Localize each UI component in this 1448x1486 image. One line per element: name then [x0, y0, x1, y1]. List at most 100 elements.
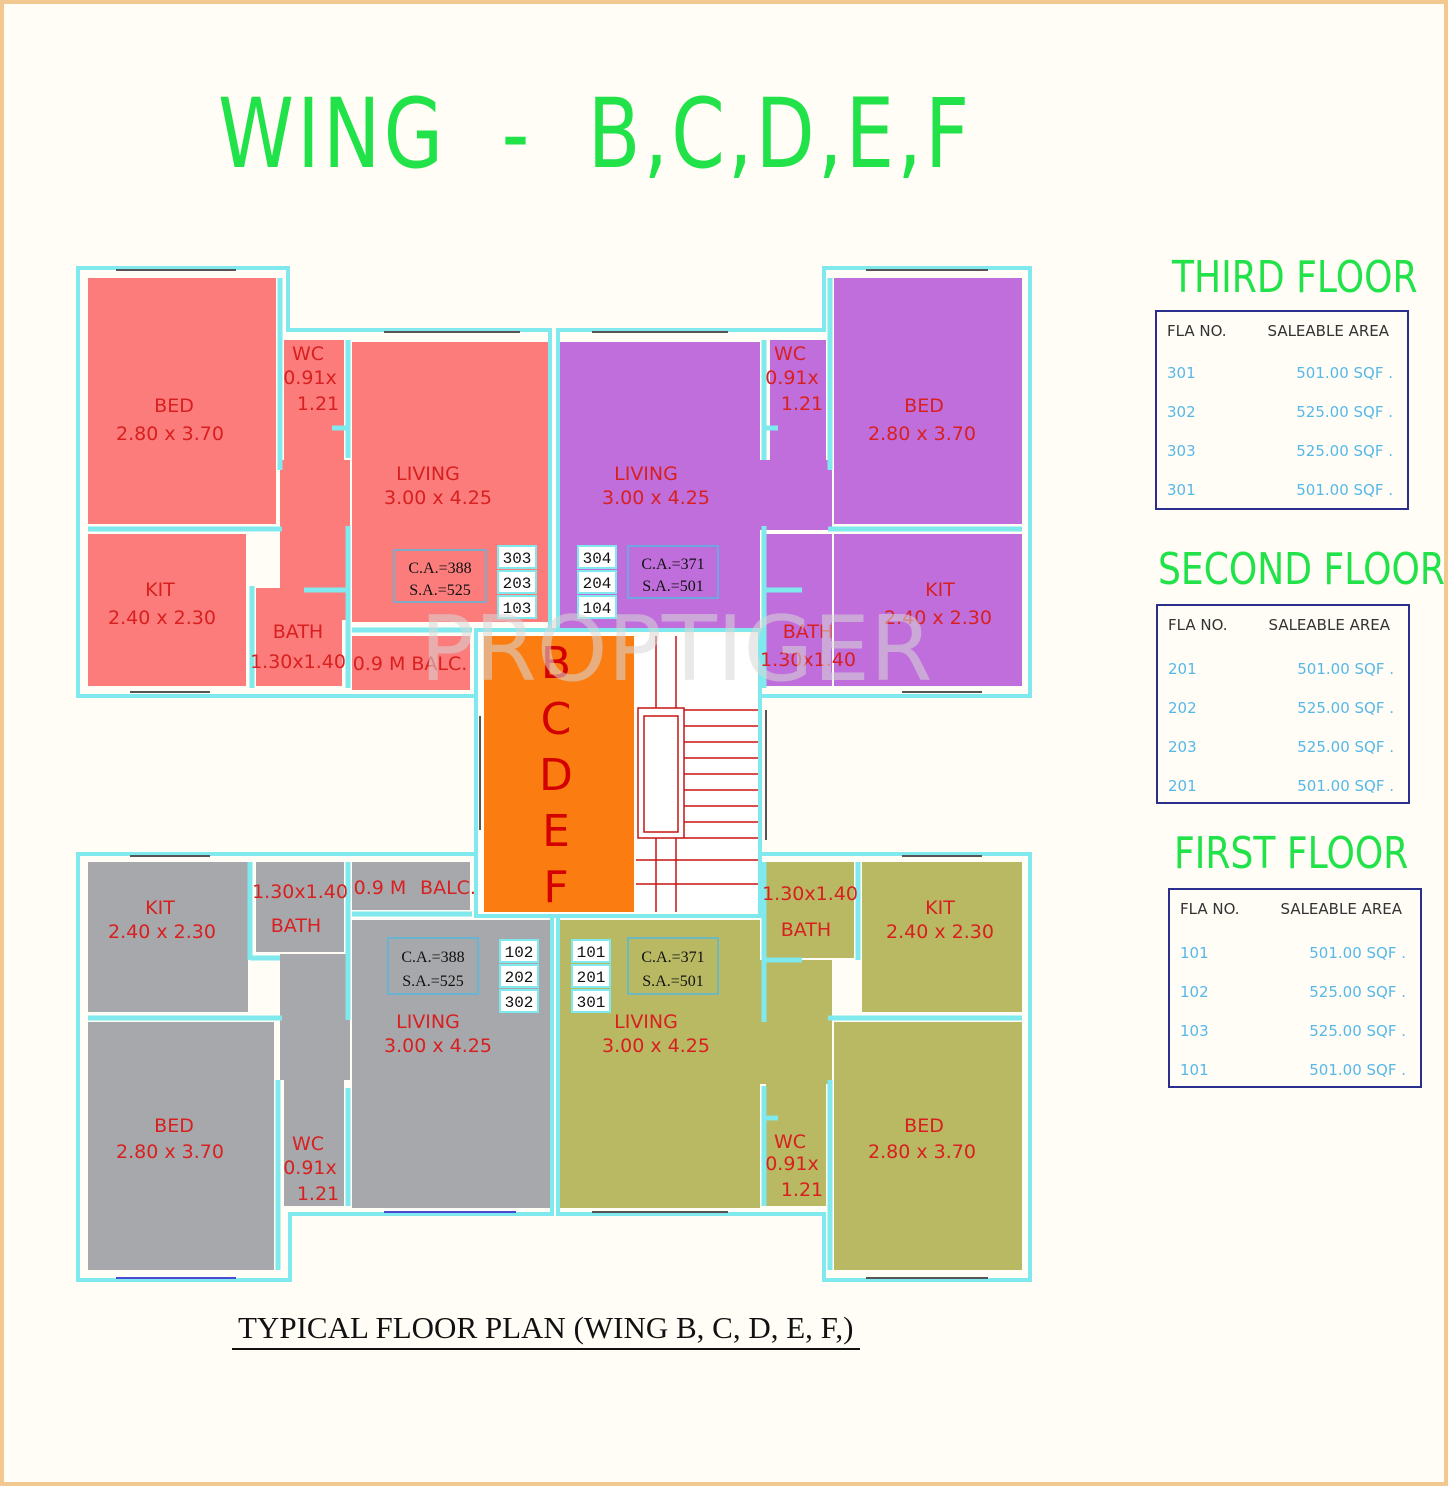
carpet-area: C.A.=388	[408, 560, 471, 577]
room-living-hall	[760, 960, 832, 1084]
wing-letter: B	[541, 638, 571, 689]
second-floor-title: SECOND FLOOR	[1158, 544, 1445, 595]
bath-label: BATH	[271, 915, 321, 937]
room-kit	[834, 534, 1022, 686]
wc-size: 1.21	[781, 393, 823, 415]
kit-size: 2.40 x 2.30	[108, 607, 216, 629]
flat-number: 201	[577, 969, 606, 987]
wc-size: 0.91x	[765, 367, 819, 389]
bath-label: BATH	[273, 621, 323, 643]
unit-bottom-right	[560, 862, 1022, 1270]
watermark: PROPTIGER	[420, 597, 933, 702]
wc-size: 0.91x	[283, 367, 337, 389]
flat-number: 302	[505, 994, 534, 1012]
balcony-label: 0.9 M BALC.	[353, 653, 468, 675]
window-marks	[116, 269, 988, 1279]
living-size: 3.00 x 4.25	[602, 1035, 710, 1057]
bed-label: BED	[154, 1115, 194, 1137]
bath-label: BATH	[783, 621, 833, 643]
carpet-area: C.A.=371	[641, 949, 704, 966]
living-label: LIVING	[614, 1011, 678, 1033]
room-balcony	[352, 862, 470, 910]
living-label: LIVING	[396, 1011, 460, 1033]
room-kit	[88, 534, 246, 686]
room-kit	[862, 862, 1022, 1012]
room-bed	[88, 1022, 274, 1270]
kit-label: KIT	[145, 579, 175, 601]
kit-size: 2.40 x 2.30	[886, 921, 994, 943]
wc-label: WC	[292, 1133, 324, 1155]
flat-number: 203	[503, 575, 532, 593]
bed-size: 2.80 x 3.70	[116, 423, 224, 445]
room-kit	[88, 862, 248, 1012]
balcony-label: BALC.	[420, 877, 476, 899]
room-bed	[834, 278, 1022, 524]
flat-number: 303	[503, 550, 532, 568]
bath-size: 1.30x1.40	[252, 881, 348, 903]
room-bed	[834, 1022, 1022, 1270]
kit-label: KIT	[925, 897, 955, 919]
labels-bottom-right: 1.30x1.40 BATH KIT 2.40 x 2.30 LIVING 3.…	[571, 883, 994, 1201]
room-wc	[766, 1084, 826, 1206]
kit-label: KIT	[145, 897, 175, 919]
wc-label: WC	[292, 343, 324, 365]
wing-letters: B C D E F	[539, 638, 573, 913]
unit-top-right	[560, 278, 1022, 688]
unit-bottom-left	[88, 862, 550, 1270]
kit-label: KIT	[925, 579, 955, 601]
flat-number: 202	[505, 969, 534, 987]
bed-size: 2.80 x 3.70	[868, 423, 976, 445]
header-saleable-area: SALEABLE AREA	[1268, 616, 1390, 634]
unit-top-left	[88, 278, 548, 690]
saleable-area: S.A.=525	[409, 582, 470, 599]
wing-letter: F	[543, 862, 568, 913]
bath-size: 1.30x1.40	[250, 651, 346, 673]
flat-number: 104	[583, 600, 612, 618]
kit-size: 2.40 x 2.30	[884, 607, 992, 629]
flat-number: 103	[503, 600, 532, 618]
flat-number: 304	[583, 550, 612, 568]
bed-label: BED	[904, 395, 944, 417]
header-saleable-area: SALEABLE AREA	[1267, 322, 1389, 340]
header-flat-no: FLA NO.	[1167, 322, 1227, 340]
labels-bottom-left: KIT 2.40 x 2.30 1.30x1.40 BATH 0.9 M BAL…	[108, 877, 539, 1205]
living-label: LIVING	[614, 463, 678, 485]
flat-number: 204	[583, 575, 612, 593]
room-bath	[256, 862, 344, 952]
living-size: 3.00 x 4.25	[384, 1035, 492, 1057]
bed-size: 2.80 x 3.70	[116, 1141, 224, 1163]
third-floor-title: THIRD FLOOR	[1172, 252, 1418, 303]
wing-letter: C	[541, 694, 572, 745]
plan-caption: TYPICAL FLOOR PLAN (WING B, C, D, E, F,)	[232, 1310, 860, 1350]
room-bed	[88, 278, 276, 524]
living-size: 3.00 x 4.25	[384, 487, 492, 509]
room-bath	[256, 588, 342, 686]
room-wc	[284, 1080, 344, 1206]
wall-outlines	[76, 266, 1032, 1282]
bath-label: BATH	[781, 919, 831, 941]
flat-number: 301	[577, 994, 606, 1012]
bed-label: BED	[904, 1115, 944, 1137]
header-flat-no: FLA NO.	[1168, 616, 1228, 634]
bed-size: 2.80 x 3.70	[868, 1141, 976, 1163]
header-flat-no: FLA NO.	[1180, 900, 1240, 918]
header-saleable-area: SALEABLE AREA	[1280, 900, 1402, 918]
wing-letter: E	[542, 806, 570, 857]
flat-number: 102	[505, 944, 534, 962]
kit-size: 2.40 x 2.30	[108, 921, 216, 943]
saleable-area: S.A.=525	[402, 973, 463, 990]
wc-size: 0.91x	[765, 1153, 819, 1175]
saleable-area: S.A.=501	[642, 578, 703, 595]
wc-label: WC	[774, 343, 806, 365]
living-size: 3.00 x 4.25	[602, 487, 710, 509]
bath-size: 1.30x1.40	[760, 649, 856, 671]
flat-number: 101	[577, 944, 606, 962]
labels-top-right: BED 2.80 x 3.70 WC 0.91x 1.21 LIVING 3.0…	[577, 343, 992, 671]
wc-label: WC	[774, 1131, 806, 1153]
wc-size: 1.21	[297, 1183, 339, 1205]
carpet-area: C.A.=371	[641, 556, 704, 573]
page-title: WING - B,C,D,E,F	[218, 78, 973, 190]
